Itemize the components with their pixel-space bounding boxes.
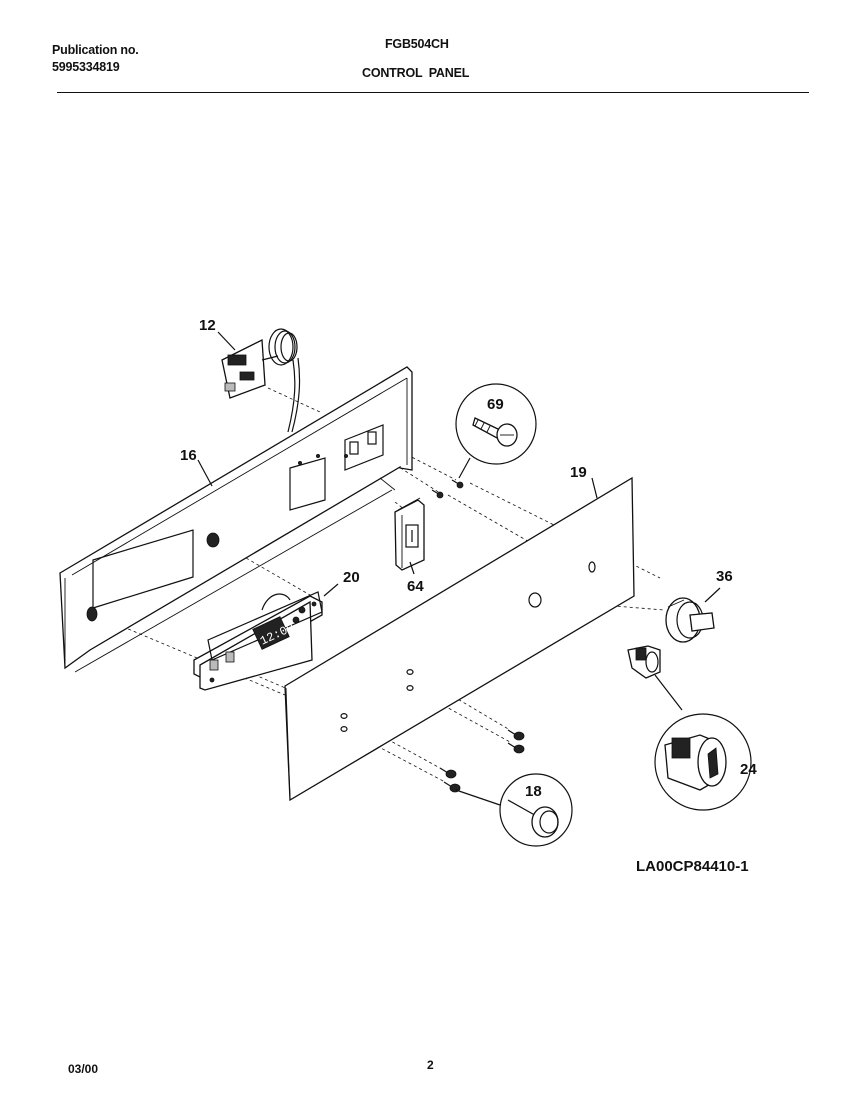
publication-label: Publication no. bbox=[52, 43, 139, 57]
front-panel-screws bbox=[439, 729, 525, 793]
page-number: 2 bbox=[427, 1058, 434, 1072]
publication-number: 5995334819 bbox=[52, 60, 120, 74]
callout-18: 18 bbox=[525, 783, 542, 800]
callout-24: 24 bbox=[740, 761, 757, 778]
section-title: CONTROL PANEL bbox=[362, 66, 470, 80]
callout-36: 36 bbox=[716, 568, 733, 585]
callout-19: 19 bbox=[570, 464, 587, 481]
callout-64: 64 bbox=[407, 578, 424, 595]
part-18-knob-detail bbox=[455, 773, 573, 847]
part-20-clock-timer: 12:00 bbox=[193, 591, 323, 691]
callout-16: 16 bbox=[180, 447, 197, 464]
part-69-screw-detail bbox=[431, 383, 537, 499]
part-19-front-panel bbox=[284, 476, 635, 802]
callout-69: 69 bbox=[487, 396, 504, 413]
diagram-code: LA00CP84410-1 bbox=[636, 858, 749, 875]
model-number: FGB504CH bbox=[385, 37, 449, 51]
part-64-bracket bbox=[394, 497, 425, 571]
callout-leaders bbox=[197, 331, 721, 603]
header-rule bbox=[57, 92, 809, 93]
callout-12: 12 bbox=[199, 317, 216, 334]
part-36-knob bbox=[665, 597, 715, 643]
part-16-control-panel-back bbox=[59, 366, 413, 673]
callout-20: 20 bbox=[343, 569, 360, 586]
footer-date: 03/00 bbox=[68, 1062, 99, 1076]
part-24-rocker-switch bbox=[627, 645, 752, 811]
part-12-thermostat bbox=[221, 328, 301, 433]
